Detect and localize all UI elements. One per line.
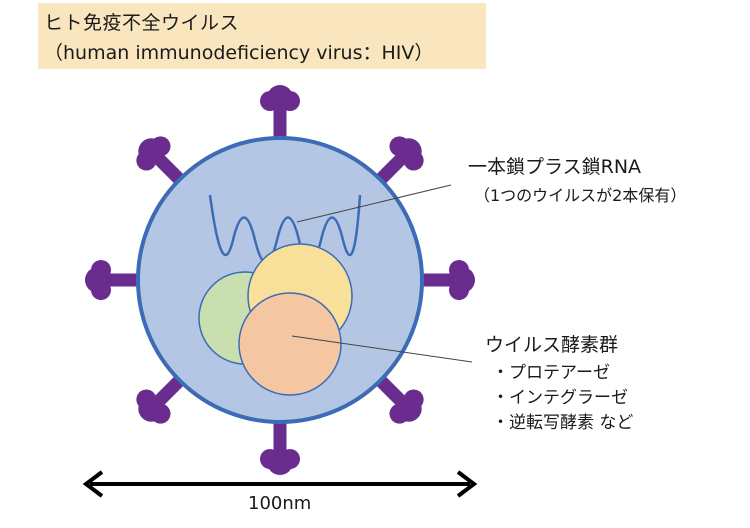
title-japanese: ヒト免疫不全ウイルス bbox=[44, 12, 240, 34]
spike-knob bbox=[136, 389, 157, 410]
spike-knob bbox=[260, 449, 280, 469]
spike-knob bbox=[150, 403, 171, 424]
rna-label: 一本鎖プラス鎖RNA bbox=[468, 156, 642, 178]
enzyme-group-label: ウイルス酵素群 bbox=[485, 334, 619, 356]
enzyme-item-protease: ・プロテアーゼ bbox=[492, 363, 610, 383]
enzyme-leader-line bbox=[291, 335, 473, 363]
spike-knob bbox=[280, 449, 300, 469]
enzyme-item-integrase: ・インテグラーゼ bbox=[492, 388, 628, 408]
enzyme-orange bbox=[238, 292, 342, 396]
rna-strand bbox=[208, 194, 362, 264]
spike-knob bbox=[150, 136, 171, 157]
spike-knob bbox=[280, 91, 300, 111]
spike-knob bbox=[260, 91, 280, 111]
spike-knob bbox=[136, 150, 157, 171]
spike-knob bbox=[91, 260, 111, 280]
spike-knob bbox=[449, 260, 469, 280]
spike-knob bbox=[389, 403, 410, 424]
enzyme-item-reverse-transcriptase: ・逆転写酵素 など bbox=[492, 413, 634, 433]
scale-arrow bbox=[82, 470, 478, 498]
spike-knob bbox=[91, 280, 111, 300]
rna-note: （1つのウイルスが2本保有） bbox=[474, 186, 687, 205]
spike-knob bbox=[449, 280, 469, 300]
title-box bbox=[38, 3, 486, 69]
spike-knob bbox=[403, 389, 424, 410]
scale-label: 100nm bbox=[248, 493, 312, 514]
spike-knob bbox=[389, 136, 410, 157]
title-english: （human immunodeficiency virus：HIV） bbox=[44, 42, 434, 64]
spike-knob bbox=[403, 150, 424, 171]
rna-leader-line bbox=[296, 184, 452, 223]
